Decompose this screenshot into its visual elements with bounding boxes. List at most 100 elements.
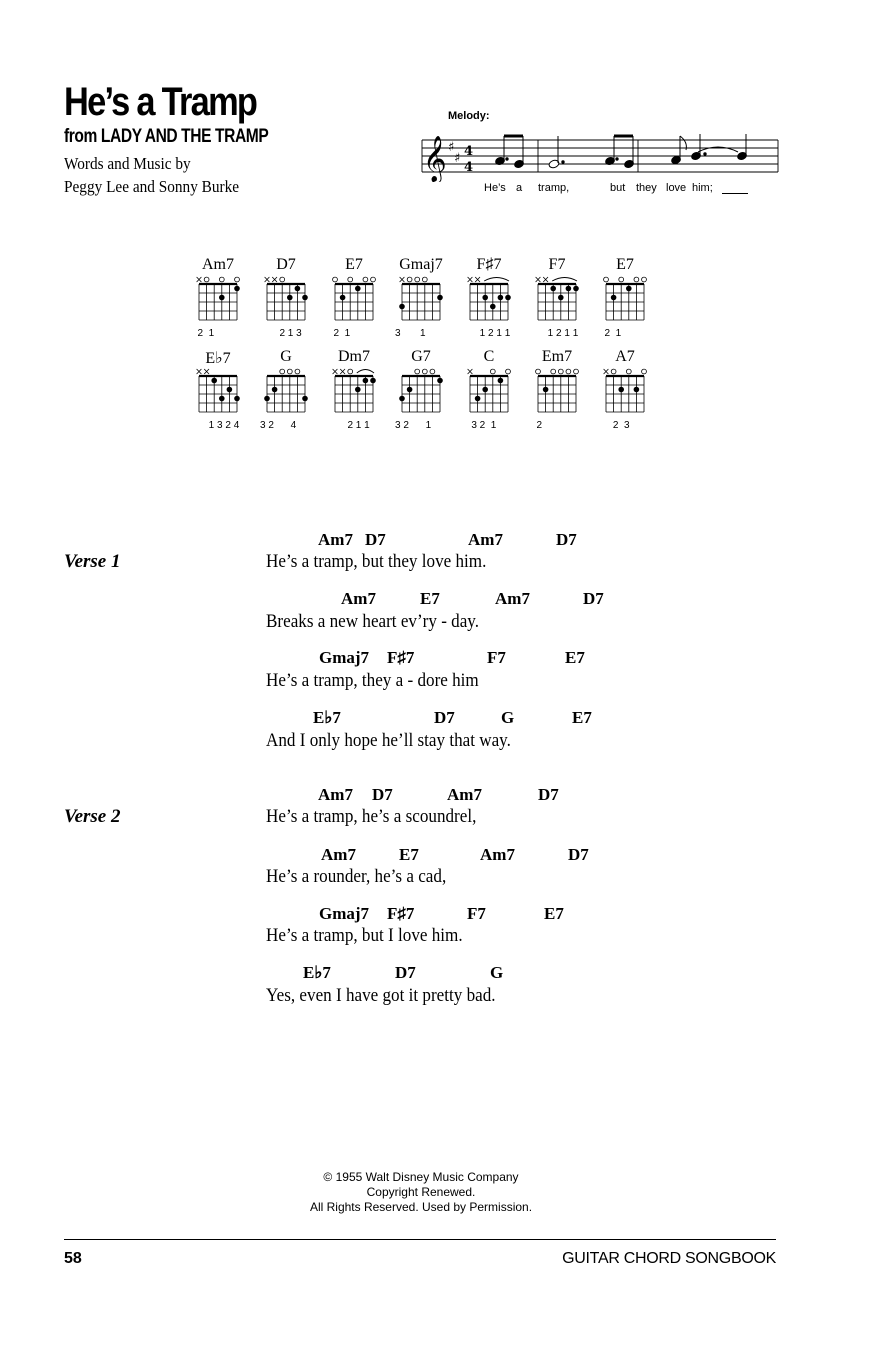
- copyright-line: All Rights Reserved. Used by Permission.: [309, 1200, 533, 1214]
- lyric-line: Yes, even I have got it pretty bad.: [266, 985, 496, 1006]
- chord-symbol: E7: [544, 904, 564, 923]
- open-string-icon: [370, 276, 376, 283]
- chord-diagram-name: E7: [616, 256, 634, 273]
- finger-dot: [287, 294, 293, 301]
- finger-dot: [482, 294, 488, 301]
- melody-lyric: him;: [692, 182, 713, 194]
- barre-arc: [551, 277, 578, 282]
- finger-dot: [474, 395, 481, 402]
- chord-symbol: D7: [395, 963, 416, 982]
- open-string-icon: [286, 368, 293, 375]
- open-string-icon: [641, 368, 647, 375]
- chord-diagram: C 3 2 1: [463, 348, 515, 438]
- chord-symbol: Am7: [341, 589, 376, 608]
- open-string-icon: [279, 276, 286, 283]
- chord-diagram-name: Gmaj7: [399, 256, 443, 273]
- finger-dot: [211, 377, 217, 384]
- melody-lyric: they: [636, 182, 657, 194]
- finger-dot: [302, 395, 308, 402]
- chord-diagram: F♯7 1 2 1 1: [463, 256, 515, 346]
- chord-symbol: F♯7: [387, 648, 415, 667]
- open-string-icon: [203, 276, 210, 283]
- open-string-icon: [234, 276, 240, 283]
- chord-symbol: Am7: [480, 845, 515, 864]
- chord-fingering: 3 2 4: [260, 420, 297, 431]
- finger-dot: [234, 395, 240, 402]
- chord-diagram: E7 2 1: [599, 256, 651, 346]
- svg-text:4: 4: [464, 144, 473, 159]
- copyright-line: Copyright Renewed.: [366, 1185, 476, 1199]
- chord-symbol: Gmaj7: [319, 904, 370, 923]
- chord-symbol: D7: [372, 785, 393, 804]
- chord-fingering: 3 2 1: [395, 420, 432, 431]
- melody-label: Melody:: [448, 110, 490, 122]
- fretboard-grid: [535, 368, 579, 413]
- fretboard-grid: [603, 368, 647, 413]
- muted-string-icon: [339, 368, 346, 375]
- open-string-icon: [429, 368, 436, 375]
- barre-arc: [356, 369, 375, 374]
- finger-dot: [565, 285, 572, 292]
- finger-dot: [542, 386, 549, 393]
- open-string-icon: [603, 276, 609, 283]
- finger-dot: [370, 377, 376, 384]
- fretboard-grid: [399, 276, 443, 321]
- lyric-line: Breaks a new heart ev’ry - day.: [266, 611, 480, 632]
- muted-string-icon: [542, 276, 549, 283]
- verse-1-label: Verse 1: [64, 551, 121, 572]
- chord-diagram-name: F♯7: [476, 256, 502, 273]
- muted-string-icon: [399, 276, 405, 283]
- chord-fingering: 2 1 3: [260, 328, 302, 339]
- chord-diagram-name: Dm7: [338, 348, 370, 365]
- finger-dot: [264, 395, 270, 402]
- muted-string-icon: [332, 368, 338, 375]
- finger-dot: [226, 386, 233, 393]
- chord-fingering: 2 1: [328, 328, 351, 339]
- open-string-icon: [421, 276, 428, 283]
- chord-symbol: Am7: [318, 530, 353, 549]
- fretboard-grid: [264, 368, 308, 413]
- finger-dot: [362, 377, 369, 384]
- chord-symbol: D7: [434, 708, 455, 727]
- chord-diagram: Em7 2: [531, 348, 583, 438]
- chord-diagram-name: Am7: [202, 256, 234, 273]
- finger-dot: [573, 285, 579, 292]
- chord-symbol: G: [490, 963, 504, 982]
- copyright-line: © 1955 Walt Disney Music Company: [323, 1170, 519, 1184]
- open-string-icon: [414, 368, 421, 375]
- open-string-icon: [535, 368, 541, 375]
- finger-dot: [610, 294, 617, 301]
- finger-dot: [626, 285, 632, 292]
- song-title: He’s a Tramp: [64, 80, 258, 124]
- open-string-icon: [414, 276, 421, 283]
- song-subtitle: from LADY AND THE TRAMP: [64, 126, 269, 147]
- chord-fingering: 2 1: [599, 328, 622, 339]
- chord-diagram-name: F7: [548, 256, 566, 273]
- finger-dot: [399, 303, 405, 310]
- fretboard-grid: [399, 368, 443, 413]
- finger-dot: [219, 294, 225, 301]
- muted-string-icon: [603, 368, 609, 375]
- chord-diagram: F7 1 2 1 1: [531, 256, 583, 346]
- muted-string-icon: [264, 276, 270, 283]
- chord-diagram-name: E♭7: [205, 350, 231, 367]
- chord-diagram-name: A7: [615, 348, 635, 365]
- verse-2-label: Verse 2: [64, 806, 121, 827]
- chord-fingering: 1 3 2 4: [192, 420, 240, 431]
- fretboard-grid: [535, 276, 579, 321]
- lyric-line: He’s a tramp, but I love him.: [266, 925, 463, 946]
- open-string-icon: [573, 368, 579, 375]
- chord-diagram: E7 2 1: [328, 256, 380, 346]
- chord-diagram-name: C: [483, 348, 495, 365]
- open-string-icon: [406, 276, 413, 283]
- credit-line-1: Words and Music by: [64, 154, 191, 173]
- open-string-icon: [565, 368, 572, 375]
- open-string-icon: [294, 368, 301, 375]
- open-string-icon: [489, 368, 496, 375]
- finger-dot: [482, 386, 488, 393]
- chord-diagram: D7 2 1 3: [260, 256, 312, 346]
- finger-dot: [355, 386, 361, 393]
- chord-fingering: 1 2 1 1: [463, 328, 511, 339]
